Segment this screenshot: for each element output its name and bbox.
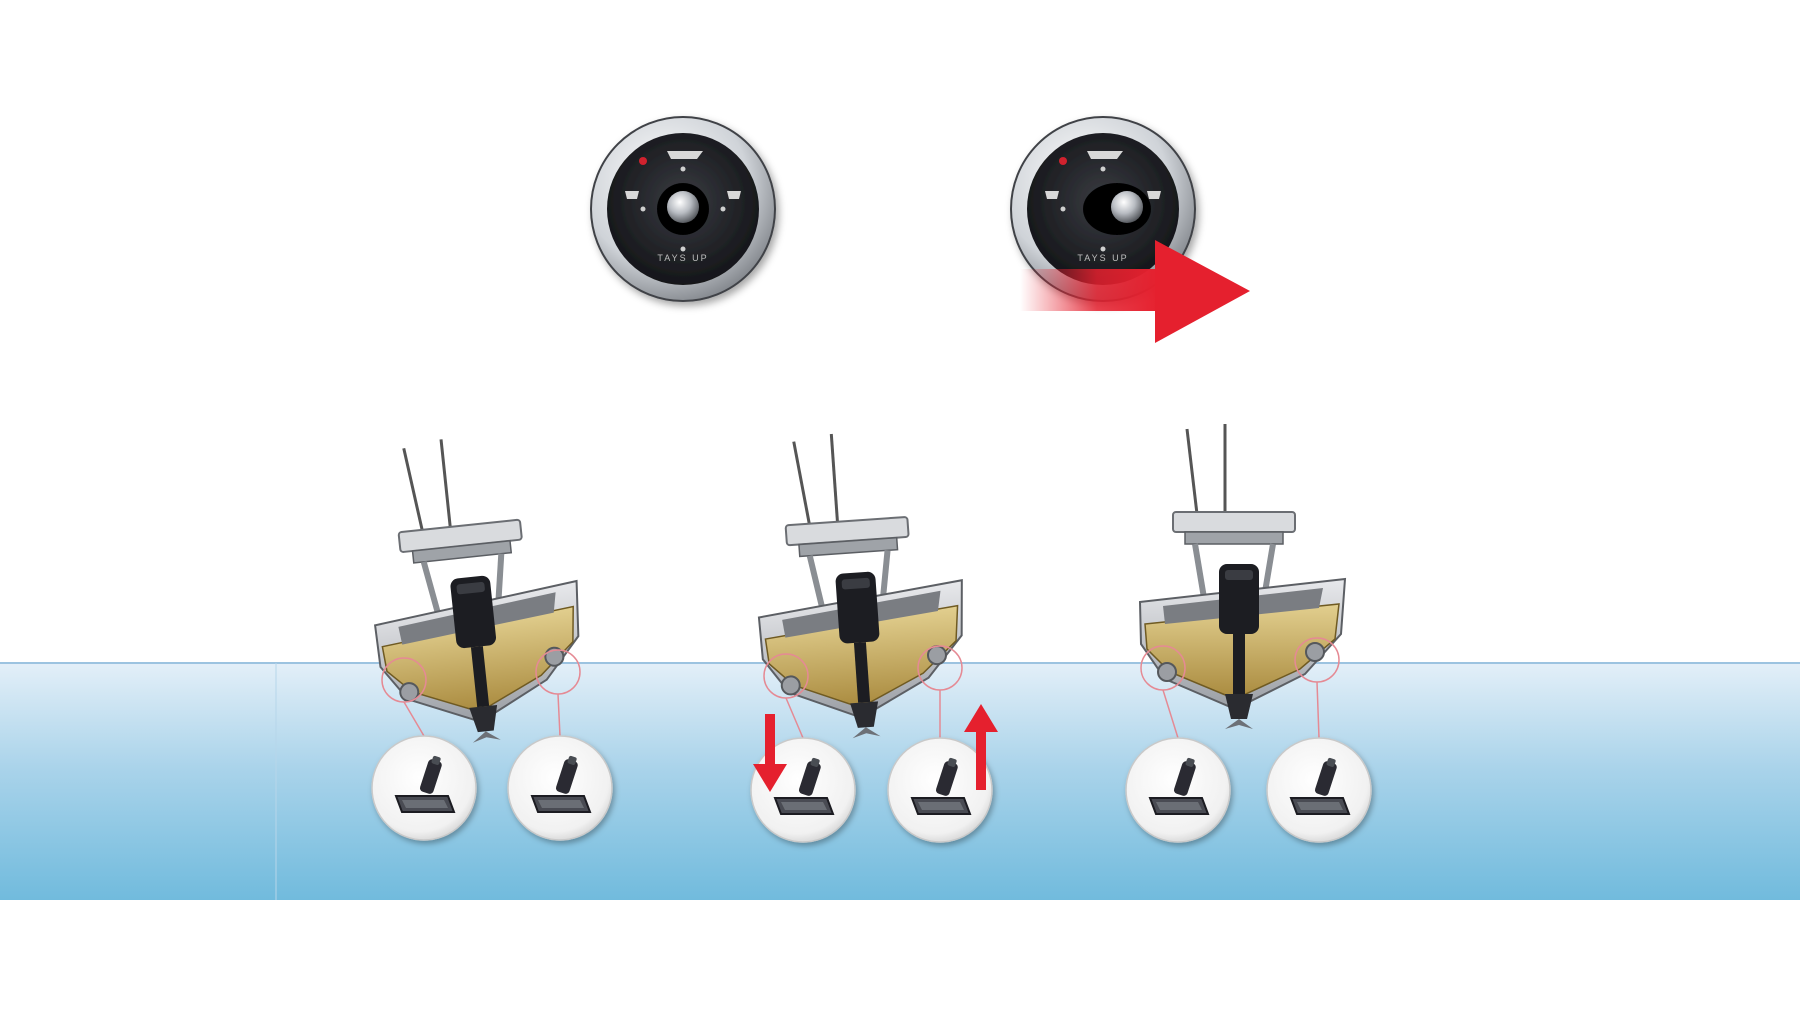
indicator-light	[639, 157, 647, 165]
brand-label: TAYS UP	[657, 253, 708, 263]
boat-correcting	[747, 426, 998, 843]
indicator-light	[1059, 157, 1067, 165]
callout-line	[785, 697, 804, 739]
boat-indicator-icon	[1045, 151, 1161, 199]
trim-tab-starboard	[507, 735, 613, 841]
boat-corrected	[1125, 424, 1372, 843]
controller-neutral: TAYS UP	[590, 116, 776, 302]
controller-right: TAYS UP	[1010, 116, 1196, 302]
callout-line	[557, 693, 561, 737]
callout-line	[1316, 681, 1320, 739]
trim-tab-port	[1125, 737, 1231, 843]
boat-indicator-icon	[625, 151, 741, 199]
trim-tab-starboard	[1266, 737, 1372, 843]
boat-level	[356, 427, 613, 841]
right-arrow-icon	[1020, 240, 1250, 343]
trim-tab-starboard	[887, 737, 993, 843]
callout-line	[403, 701, 425, 737]
joystick-knob	[667, 191, 699, 223]
trim-tab-port	[371, 735, 477, 841]
joystick-knob	[1111, 191, 1143, 223]
brand-label: TAYS UP	[1077, 253, 1128, 263]
down-arrow-icon	[753, 714, 787, 792]
boats	[356, 424, 1372, 843]
up-arrow-icon	[964, 704, 998, 790]
callout-line	[1162, 689, 1179, 739]
